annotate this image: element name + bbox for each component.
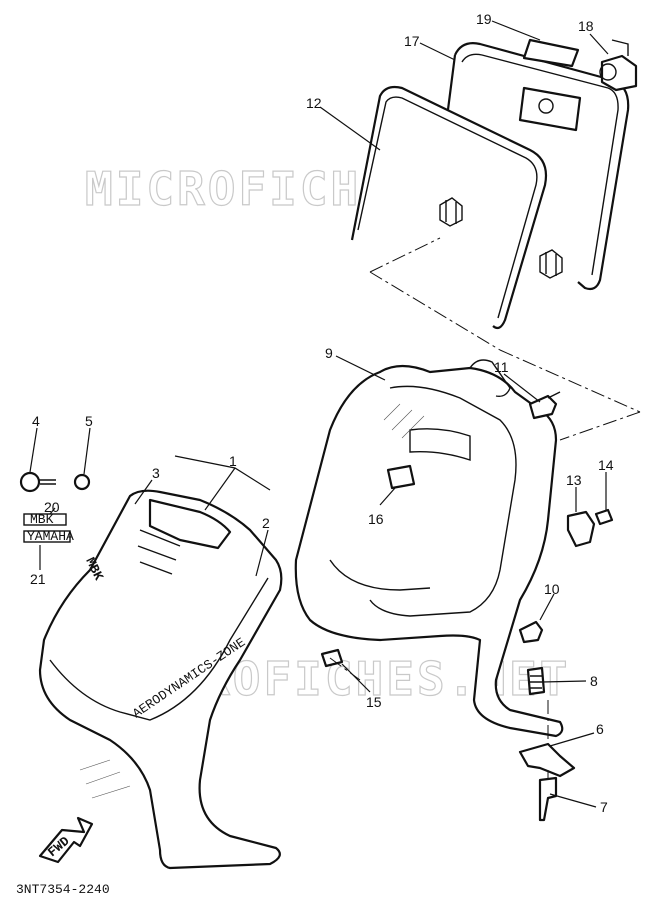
lock-part-18 <box>599 39 638 92</box>
callout-16: 16 <box>368 511 384 527</box>
lock-cover <box>518 86 582 132</box>
pad-16 <box>386 464 416 490</box>
callout-1: 1 <box>229 453 237 469</box>
pad-15 <box>320 648 344 668</box>
callout-9: 9 <box>325 345 333 361</box>
callout-21: 21 <box>30 571 46 587</box>
bracket-6 <box>518 742 576 778</box>
fwd-arrow: FWD <box>38 816 94 864</box>
callout-17: 17 <box>404 33 420 49</box>
screw-4 <box>19 471 56 493</box>
callout-15: 15 <box>366 694 382 710</box>
leg-shield-9 <box>294 359 564 738</box>
callout-6: 6 <box>596 721 604 737</box>
bolt-8 <box>526 666 546 696</box>
callout-18: 18 <box>578 18 594 34</box>
callout-7: 7 <box>600 799 608 815</box>
pin-7 <box>538 776 558 822</box>
callout-20: 20 <box>44 499 60 515</box>
front-cover-2 <box>38 489 283 870</box>
clip-13 <box>566 510 596 548</box>
front-cover-1 <box>137 498 232 575</box>
bolt-10 <box>518 620 544 644</box>
callout-12: 12 <box>306 95 322 111</box>
leader-lines <box>29 20 609 808</box>
callout-11: 11 <box>494 359 509 375</box>
callout-5: 5 <box>85 413 93 429</box>
decal-mbk-text: MBK <box>30 512 54 527</box>
decal-21: YAMAHA <box>23 529 74 544</box>
callout-19: 19 <box>476 11 492 27</box>
decal-yamaha-text: YAMAHA <box>27 529 74 544</box>
callout-8: 8 <box>590 673 598 689</box>
callout-14: 14 <box>598 457 614 473</box>
callout-13: 13 <box>566 472 582 488</box>
diagram-code: 3NT7354-2240 <box>16 882 110 897</box>
callout-10: 10 <box>544 581 560 597</box>
washer-5 <box>73 473 91 491</box>
callout-4: 4 <box>32 413 40 429</box>
bracket-clips <box>439 197 563 279</box>
frame-front-12 <box>350 85 548 330</box>
decal-20: MBK <box>23 512 67 527</box>
callout-3: 3 <box>152 465 160 481</box>
bolt-11 <box>528 391 561 420</box>
label-plate-19 <box>522 38 580 68</box>
screw-14 <box>594 508 614 526</box>
callout-2: 2 <box>262 515 270 531</box>
